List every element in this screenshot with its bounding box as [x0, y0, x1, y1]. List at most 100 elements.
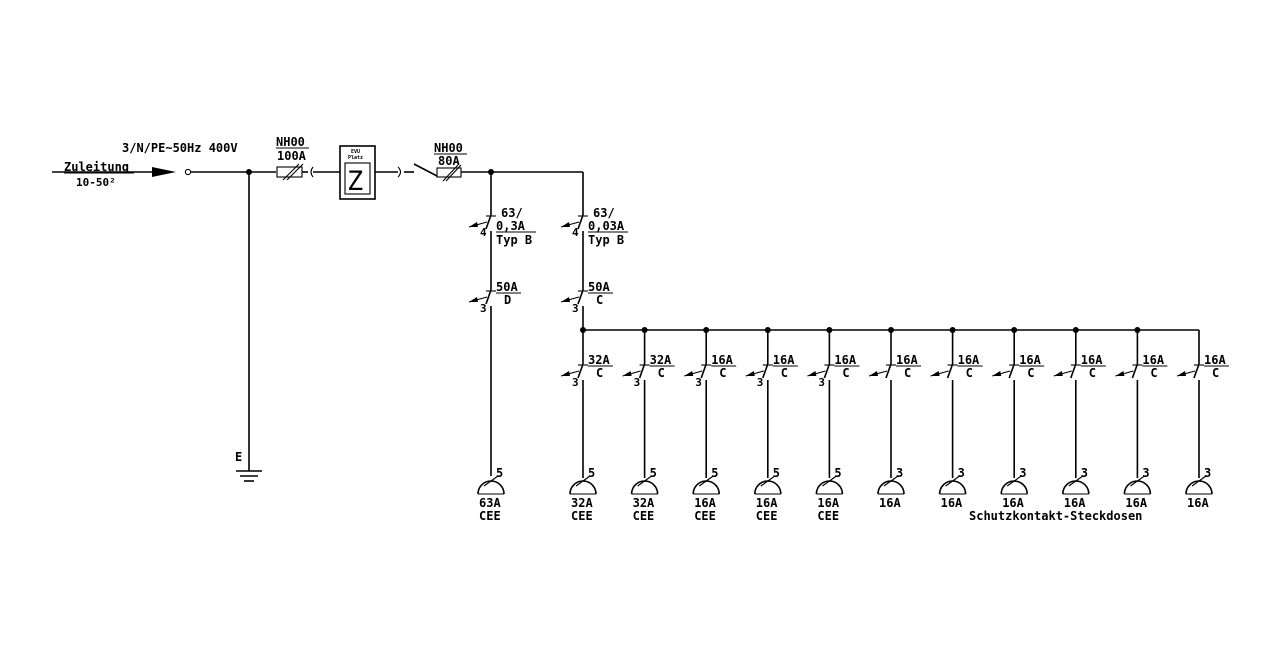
breaker-curve: C [596, 293, 603, 307]
breaker-icon [684, 354, 712, 478]
circuit-rating: 16A [773, 353, 795, 367]
circuit-curve: C [1212, 366, 1219, 380]
circuit-poles: 3 [757, 376, 764, 389]
circuit-rating: 32A [650, 353, 672, 367]
breaker-icon [560, 354, 588, 478]
circuit-curve: C [1027, 366, 1034, 380]
socket-icon [815, 475, 844, 495]
rcd-switch-icon [468, 205, 496, 280]
outlet-poles: 5 [773, 466, 780, 480]
meter-label-2: Platz [348, 155, 363, 161]
socket-icon [1123, 475, 1152, 495]
rcd-trip: 0,3A [496, 219, 526, 233]
outlet-rating: 32A [633, 496, 655, 510]
breaker-lever-icon [869, 371, 878, 376]
circuit-poles: 3 [695, 376, 702, 389]
outlet-rating: 16A [1064, 496, 1086, 510]
circuit-poles: 3 [634, 376, 641, 389]
earth-connection: E [235, 172, 262, 482]
breaker-icon [1176, 354, 1204, 478]
breaker-lever-icon [1115, 371, 1125, 376]
socket-icon [1185, 475, 1213, 495]
breaker-icon [1115, 354, 1143, 478]
main-fuse-type: NH00 [276, 135, 305, 149]
socket-icon [692, 475, 720, 495]
circuit-curve: C [1089, 366, 1096, 380]
rcd-poles: 4 [572, 226, 579, 239]
supply-feed: Zuleitung 10-50² 3/N/PE~50Hz 400V [52, 141, 276, 189]
breaker-lever-icon [561, 297, 570, 302]
outlet-type: CEE [571, 509, 593, 523]
socket-icon [477, 475, 505, 495]
outlet-poles: 3 [1019, 466, 1026, 480]
outlet-poles: 5 [588, 466, 595, 480]
feed-arrow-icon [152, 167, 176, 177]
outlet-rating: 16A [879, 496, 901, 510]
outlet-poles: 5 [650, 466, 657, 480]
breaker-icon [807, 354, 835, 478]
supply-system: 3/N/PE~50Hz 400V [122, 141, 238, 155]
breaker-lever-icon [622, 371, 632, 376]
circuit-rating: 16A [834, 353, 856, 367]
breaker-lever-icon [1177, 371, 1186, 376]
meter-box: EVU Platz Z [339, 145, 398, 200]
breaker-lever-icon [930, 371, 940, 376]
outlet-rating: 16A [1187, 496, 1209, 510]
breaker-icon [745, 354, 773, 478]
socket-icon [569, 475, 597, 495]
supply-cable: 10-50² [76, 176, 116, 189]
outlet-poles: 5 [711, 466, 718, 480]
breaker-icon [930, 354, 958, 478]
circuit-rating: 32A [588, 353, 610, 367]
breaker-icon [560, 280, 588, 330]
rcd-type: Typ B [496, 233, 532, 247]
outlet-rating: 16A [694, 496, 716, 510]
main-switch-type: NH00 [434, 141, 463, 155]
circuit-rating: 16A [711, 353, 733, 367]
circuit-curve: C [596, 366, 603, 380]
main-fuse-rating: 100A [277, 149, 307, 163]
outlet-poles: 3 [958, 466, 965, 480]
breaker-lever-icon [807, 371, 817, 376]
outlet-poles: 3 [1081, 466, 1088, 480]
switch-contact-icon [397, 166, 402, 178]
circuit-curve: C [781, 366, 788, 380]
outlet-poles: 5 [496, 466, 503, 480]
breaker-lever-icon [1053, 371, 1063, 376]
outlets-caption: Schutzkontakt-Steckdosen [969, 509, 1142, 523]
breaker-rating: 50A [588, 280, 610, 294]
rcd-type: Typ B [588, 233, 624, 247]
breaker-icon [622, 354, 650, 478]
breaker-icon [868, 354, 896, 478]
breaker-rating: 50A [496, 280, 518, 294]
outlet-rating: 63A [479, 496, 501, 510]
breaker-lever-icon [684, 371, 694, 376]
circuit-rating: 16A [1019, 353, 1041, 367]
supply-label: Zuleitung [64, 160, 129, 174]
circuit-poles: 3 [572, 376, 579, 389]
circuit-curve: C [966, 366, 973, 380]
socket-icon [877, 475, 905, 495]
outlet-type: CEE [694, 509, 716, 523]
circuit-poles: 3 [818, 376, 825, 389]
circuit-curve: C [904, 366, 911, 380]
terminal-icon [184, 168, 192, 176]
rcd-trip: 0,03A [588, 219, 625, 233]
socket-icon [938, 475, 967, 495]
circuit-curve: C [842, 366, 849, 380]
meter-icon [344, 162, 371, 195]
breaker-lever-icon [745, 371, 755, 376]
